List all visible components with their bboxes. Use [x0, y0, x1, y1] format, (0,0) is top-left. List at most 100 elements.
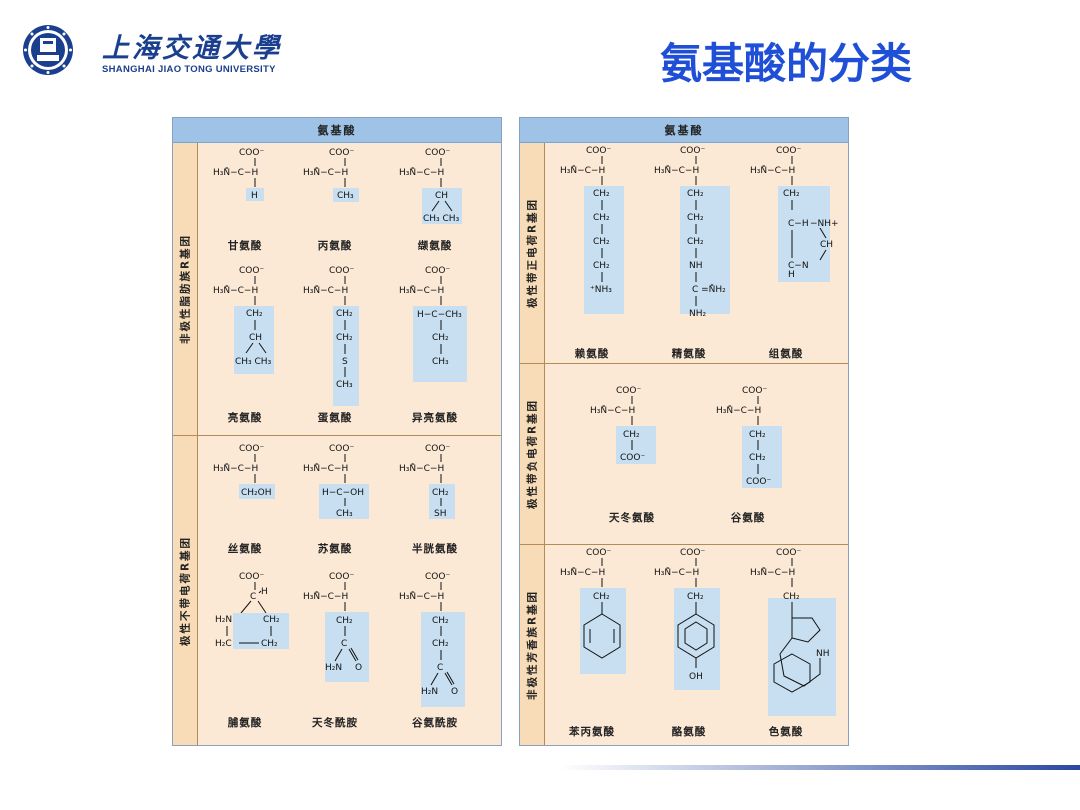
- svg-text:SH: SH: [434, 509, 446, 519]
- svg-text:COO⁻: COO⁻: [616, 386, 641, 396]
- left-panel-header: 氨基酸: [173, 118, 501, 143]
- svg-text:OH: OH: [689, 672, 703, 682]
- group-divider: [173, 435, 501, 436]
- svg-text:H: H: [261, 587, 268, 597]
- svg-text:CH₂: CH₂: [263, 615, 280, 625]
- group-polar-positive-label: 极性带正电荷R基团: [526, 197, 539, 309]
- glutamate-structure: COO⁻ H₃N̊−C−H CH₂ CH₂ COO⁻: [716, 386, 782, 488]
- tryptophan-label: 色氨酸: [768, 726, 804, 738]
- svg-text:CH: CH: [820, 240, 833, 250]
- svg-text:COO⁻: COO⁻: [425, 572, 450, 582]
- group-polar-negative-label: 极性带负电荷R基团: [526, 398, 539, 510]
- svg-text:NH: NH: [689, 261, 703, 271]
- footer-accent-line: [560, 765, 1080, 770]
- svg-text:H₃N̊−C−H: H₃N̊−C−H: [399, 590, 444, 602]
- svg-text:CH₂: CH₂: [336, 333, 353, 343]
- svg-text:CH₂: CH₂: [623, 430, 640, 440]
- svg-text:O: O: [451, 687, 458, 697]
- phenylalanine-label: 苯丙氨酸: [569, 726, 615, 738]
- university-seal-logo: [23, 25, 73, 75]
- svg-text:H₃N̊−C−H: H₃N̊−C−H: [213, 166, 258, 178]
- svg-text:CH₃: CH₃: [336, 509, 353, 519]
- svg-text:COO⁻: COO⁻: [680, 146, 705, 156]
- university-name-en: SHANGHAI JIAO TONG UNIVERSITY: [102, 64, 276, 75]
- alanine-structure: COO⁻ H₃N̊−C−H CH₃: [303, 148, 359, 202]
- svg-text:⁺NH₃: ⁺NH₃: [590, 285, 612, 295]
- left-panel: 氨基酸 非极性脂肪族R基团 极性不带电荷R基团 COO⁻ H₃N̊−C−H H …: [172, 117, 502, 746]
- svg-text:COO⁻: COO⁻: [425, 444, 450, 454]
- proline-structure: COO⁻ C H H₂N CH₂ H₂C CH₂: [215, 572, 289, 649]
- university-name-cn: 上海交通大學: [102, 33, 282, 64]
- tyrosine-label: 酪氨酸: [671, 726, 707, 738]
- svg-text:COO⁻: COO⁻: [329, 266, 354, 276]
- svg-text:CH₂: CH₂: [593, 213, 610, 223]
- arginine-structure: COO⁻ H₃N̊−C−H CH₂ CH₂ CH₂ NH C =N̊H₂ NH₂: [654, 146, 730, 319]
- group-nonpolar-aliphatic-label: 非极性脂肪族R基团: [179, 233, 192, 345]
- svg-text:H₃N̊−C−H: H₃N̊−C−H: [213, 284, 258, 296]
- threonine-structure: COO⁻ H₃N̊−C−H H−C−OH CH₃: [303, 444, 369, 519]
- svg-text:CH: CH: [435, 191, 448, 201]
- proline-label: 脯氨酸: [227, 717, 263, 729]
- svg-text:H₃N̊−C−H: H₃N̊−C−H: [303, 166, 348, 178]
- group-divider: [520, 544, 848, 545]
- group-polar-uncharged: 极性不带电荷R基团: [173, 436, 198, 745]
- slide-header: 上海交通大學 SHANGHAI JIAO TONG UNIVERSITY 氨基酸…: [0, 0, 1080, 100]
- svg-text:H₃N̊−C−H: H₃N̊−C−H: [560, 164, 605, 176]
- glutamate-label: 谷氨酸: [730, 512, 766, 524]
- svg-text:CH₂: CH₂: [687, 189, 704, 199]
- svg-text:−NH+: −NH+: [810, 219, 839, 229]
- right-panel-header-label: 氨基酸: [664, 124, 704, 137]
- svg-text:COO⁻: COO⁻: [776, 548, 801, 558]
- svg-text:CH₂: CH₂: [432, 488, 449, 498]
- isoleucine-structure: COO⁻ H₃N̊−C−H H−C−CH₃ CH₂ CH₃: [399, 266, 467, 382]
- lysine-label: 赖氨酸: [574, 348, 610, 360]
- svg-text:COO⁻: COO⁻: [680, 548, 705, 558]
- svg-text:CH₂: CH₂: [783, 592, 800, 602]
- svg-text:H₃N̊−C−H: H₃N̊−C−H: [560, 566, 605, 578]
- right-panel: 氨基酸 极性带正电荷R基团 极性带负电荷R基团 非极性芳香族R基团 COO⁻ H…: [519, 117, 849, 746]
- phenylalanine-structure: COO⁻ H₃N̊−C−H CH₂: [560, 548, 626, 674]
- leucine-label: 亮氨酸: [227, 412, 263, 424]
- svg-text:C =N̊H₂: C =N̊H₂: [692, 283, 726, 295]
- svg-text:C: C: [437, 663, 443, 673]
- svg-text:H₃N̊−C−H: H₃N̊−C−H: [750, 164, 795, 176]
- svg-text:CH₂: CH₂: [783, 189, 800, 199]
- svg-text:CH₂: CH₂: [593, 261, 610, 271]
- svg-text:H₃N̊−C−H: H₃N̊−C−H: [213, 462, 258, 474]
- right-panel-header: 氨基酸: [520, 118, 848, 143]
- svg-text:COO⁻: COO⁻: [746, 477, 771, 487]
- svg-text:CH₂: CH₂: [432, 333, 449, 343]
- alanine-label: 丙氨酸: [317, 240, 353, 252]
- svg-text:COO⁻: COO⁻: [620, 453, 645, 463]
- tryptophan-structure: COO⁻ H₃N̊−C−H CH₂ NH: [750, 548, 836, 716]
- svg-text:CH₂: CH₂: [593, 592, 610, 602]
- svg-text:COO⁻: COO⁻: [425, 148, 450, 158]
- svg-text:CH₃: CH₃: [336, 380, 353, 390]
- svg-text:CH₂: CH₂: [432, 639, 449, 649]
- svg-text:H₃N̊−C−H: H₃N̊−C−H: [590, 404, 635, 416]
- serine-label: 丝氨酸: [227, 543, 263, 555]
- svg-text:NH₂: NH₂: [689, 309, 707, 319]
- svg-text:H₃N̊−C−H: H₃N̊−C−H: [303, 590, 348, 602]
- leucine-structure: COO⁻ H₃N̊−C−H CH₂ CH CH₃ CH₃: [213, 266, 274, 374]
- svg-text:COO⁻: COO⁻: [329, 148, 354, 158]
- svg-text:CH₃: CH₃: [432, 357, 449, 367]
- svg-text:COO⁻: COO⁻: [239, 572, 264, 582]
- svg-text:H₃N̊−C−H: H₃N̊−C−H: [303, 284, 348, 296]
- svg-text:C: C: [341, 639, 347, 649]
- svg-text:H: H: [251, 191, 258, 201]
- svg-text:CH₂: CH₂: [336, 309, 353, 319]
- isoleucine-label: 异亮氨酸: [412, 412, 458, 424]
- svg-text:CH₂: CH₂: [749, 453, 766, 463]
- svg-text:COO⁻: COO⁻: [329, 444, 354, 454]
- methionine-label: 蛋氨酸: [317, 412, 353, 424]
- valine-structure: COO⁻ H₃N̊−C−H CH CH₃ CH₃: [399, 148, 462, 224]
- cysteine-structure: COO⁻ H₃N̊−C−H CH₂ SH: [399, 444, 455, 519]
- svg-text:COO⁻: COO⁻: [239, 266, 264, 276]
- svg-text:CH₂: CH₂: [246, 309, 263, 319]
- group-polar-negative: 极性带负电荷R基团: [520, 364, 545, 544]
- svg-text:O: O: [355, 663, 362, 673]
- svg-text:H−C−CH₃: H−C−CH₃: [417, 310, 462, 320]
- svg-text:H: H: [788, 270, 795, 280]
- svg-text:H₂C: H₂C: [215, 639, 232, 649]
